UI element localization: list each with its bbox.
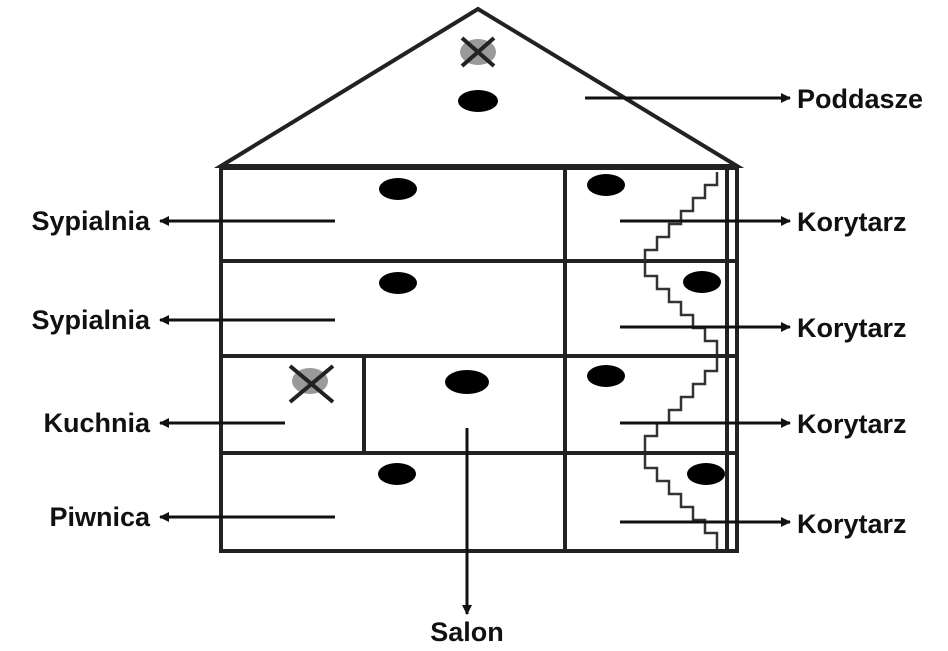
filled-dot-icon [378, 463, 416, 485]
staircase-icon [643, 172, 719, 549]
label-corridor-4: Korytarz [797, 509, 907, 539]
filled-dot-icon [683, 271, 721, 293]
label-living-room: Salon [430, 617, 504, 647]
label-corridor-2: Korytarz [797, 313, 907, 343]
label-kitchen: Kuchnia [43, 408, 150, 438]
filled-dot-icon [687, 463, 725, 485]
roof [213, 6, 745, 168]
label-bedroom-upper: Sypialnia [31, 206, 151, 236]
label-bedroom-lower: Sypialnia [31, 305, 151, 335]
label-attic: Poddasze [797, 84, 923, 114]
label-corridor-3: Korytarz [797, 409, 907, 439]
cross-mark-icon [288, 364, 335, 404]
filled-dot-icon [445, 370, 489, 394]
filled-dot-icon [587, 174, 625, 196]
label-basement: Piwnica [49, 502, 151, 532]
label-corridor-1: Korytarz [797, 207, 907, 237]
cross-mark-icon [460, 36, 496, 68]
filled-dot-icon [379, 178, 417, 200]
filled-dot-icon [379, 272, 417, 294]
filled-dot-icon [587, 365, 625, 387]
house-body [219, 166, 739, 553]
filled-dot-icon [458, 90, 498, 112]
